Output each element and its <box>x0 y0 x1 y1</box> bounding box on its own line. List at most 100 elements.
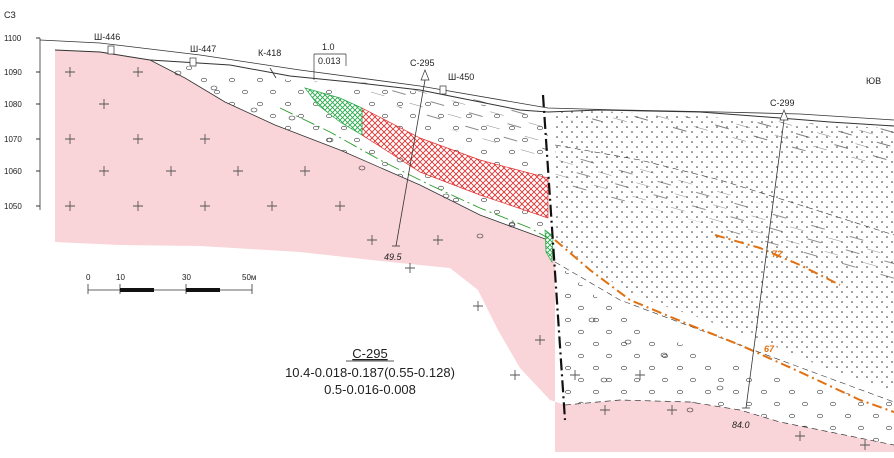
pebble-mark <box>326 137 334 143</box>
assay-annotation: С-295 10.4-0.018-0.187(0.55-0.128) 0.5-0… <box>285 346 455 397</box>
pebble-mark <box>508 222 516 228</box>
well-label-k418: К-418 <box>258 48 281 58</box>
granite-contact-east <box>564 399 894 446</box>
granite-cross <box>510 370 520 380</box>
granite-cross <box>473 301 483 311</box>
granite-cross <box>99 99 109 109</box>
pebble-marks <box>174 70 724 413</box>
granite-cross <box>200 134 210 144</box>
granite-cross <box>335 201 345 211</box>
well-label-c299: С-299 <box>770 98 795 108</box>
granite-cross <box>267 201 277 211</box>
granite-cross <box>300 166 310 176</box>
granite-cross <box>405 263 415 273</box>
depth-c299: 84.0 <box>732 420 750 430</box>
orebody-green <box>304 87 363 136</box>
pebble-mark <box>358 165 366 171</box>
tick-1050: 1050 <box>4 202 22 211</box>
pebble-mark <box>288 115 296 121</box>
pebble-mark <box>174 70 182 76</box>
top-border <box>39 39 894 121</box>
tick-1100: 1100 <box>4 34 22 43</box>
granite-crosses <box>65 67 870 450</box>
granite-contact <box>149 59 549 241</box>
scale-bar: 0 10 30 50м <box>86 273 256 294</box>
elevation-ticks <box>36 37 40 207</box>
tick-1080: 1080 <box>4 100 22 109</box>
pebble-mark <box>686 407 694 413</box>
shale-east-lower <box>555 150 894 285</box>
well-sh447: Ш-447 <box>189 44 216 67</box>
fraction-label: 1.0 0.013 <box>313 42 347 80</box>
scale-label-30: 30 <box>182 273 191 282</box>
depth-c295: 49.5 <box>384 252 403 262</box>
granite-cross <box>367 235 377 245</box>
contour-label-72: 72 <box>772 249 782 259</box>
east-boundary-1 <box>554 144 894 236</box>
dir-se: ЮВ <box>866 76 881 86</box>
granite-cross <box>99 166 109 176</box>
assay-line2: 0.5-0.016-0.008 <box>324 382 416 397</box>
well-label-sh447: Ш-447 <box>190 44 216 54</box>
well-k418: К-418 <box>258 48 281 79</box>
pebble-mark <box>442 193 450 199</box>
granite-cross <box>635 370 645 380</box>
contour-label-67: 67 <box>764 344 775 354</box>
orebody-red <box>361 107 549 219</box>
granite-cross <box>65 67 75 77</box>
granite-cross <box>133 134 143 144</box>
shale-east <box>555 112 894 168</box>
fault-line <box>541 94 567 421</box>
granite-cross <box>166 166 176 176</box>
fraction-denominator: 0.013 <box>318 56 341 66</box>
pebble-mark <box>588 317 596 323</box>
granite-cross <box>570 370 580 380</box>
granite-cross <box>65 134 75 144</box>
granite-basement <box>55 50 894 452</box>
granite-cross <box>535 335 545 345</box>
well-sh446: Ш-446 <box>94 32 120 55</box>
ground-surface <box>54 49 894 127</box>
fraction-numerator: 1.0 <box>322 42 335 52</box>
well-label-sh450: Ш-450 <box>448 72 474 82</box>
assay-line1: 10.4-0.018-0.187(0.55-0.128) <box>285 365 455 380</box>
pebble-mark <box>476 233 484 239</box>
granite-cross <box>600 405 610 415</box>
granite-cross <box>200 201 210 211</box>
east-boundary-2 <box>554 261 894 403</box>
tick-1090: 1090 <box>4 68 22 77</box>
pebble-mark <box>210 85 218 91</box>
granite-cross <box>133 201 143 211</box>
scale-label-0: 0 <box>86 273 91 282</box>
well-c299: С-299 84.0 <box>732 98 795 430</box>
pebble-mark <box>624 339 632 345</box>
pebble-mark <box>396 157 404 163</box>
tick-1070: 1070 <box>4 135 22 144</box>
pebble-mark <box>250 107 258 113</box>
dir-nw: СЗ <box>4 10 16 20</box>
well-label-sh446: Ш-446 <box>94 32 120 42</box>
green-dashed-line <box>279 107 549 239</box>
assay-title: С-295 <box>352 346 387 361</box>
granite-cross <box>133 67 143 77</box>
granite-cross <box>860 440 870 450</box>
scale-label-10: 10 <box>116 273 125 282</box>
well-label-c295: С-295 <box>410 58 435 68</box>
orange-contour-72 <box>714 234 841 286</box>
granite-cross <box>433 235 443 245</box>
well-c295: С-295 49.5 <box>384 58 435 262</box>
granite-cross <box>795 431 805 441</box>
scale-label-50: 50м <box>242 273 256 282</box>
pebble-mark <box>600 377 608 383</box>
orange-contour-67 <box>554 239 894 413</box>
tick-1060: 1060 <box>4 167 22 176</box>
granite-cross <box>667 405 677 415</box>
orebody-green-small <box>544 229 554 264</box>
gravel-east <box>555 262 894 445</box>
pebble-mark <box>716 385 724 391</box>
granite-cross <box>65 201 75 211</box>
shale-west <box>345 80 548 160</box>
granite-cross <box>233 166 243 176</box>
